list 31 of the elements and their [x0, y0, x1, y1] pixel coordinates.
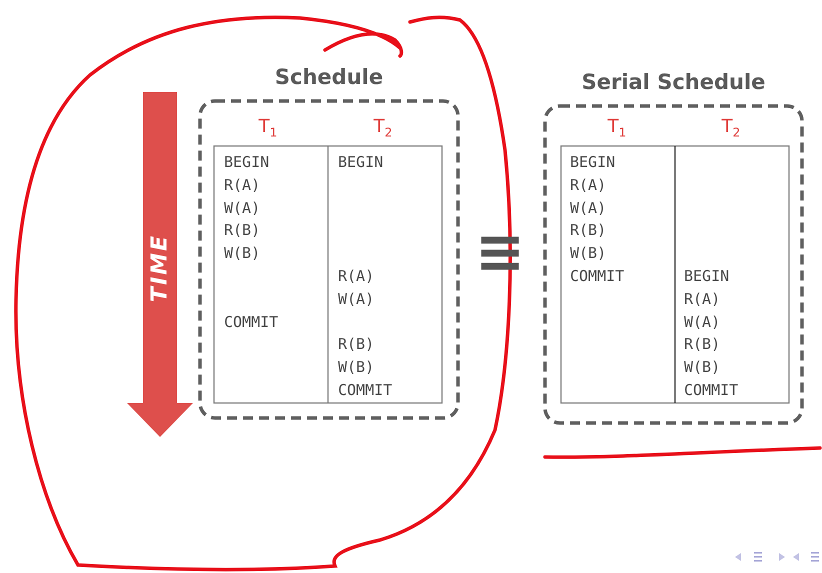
operation-text: W(A) [684, 312, 720, 331]
operation-text: R(A) [224, 176, 260, 194]
operation-text: R(A) [684, 290, 720, 308]
operation-text: BEGIN [684, 267, 730, 285]
operation-text: R(B) [570, 221, 606, 240]
operation-text: COMMIT [338, 381, 392, 399]
operation-text: R(B) [338, 335, 374, 354]
operation-text: R(A) [570, 176, 606, 194]
operation-text: COMMIT [684, 381, 738, 399]
column-header: T$_{1}$ [608, 117, 626, 142]
operation-text: W(A) [338, 290, 374, 308]
column-header: T$_{1}$ [258, 117, 278, 142]
section-heading: Schedule [274, 65, 384, 89]
operation-text: W(B) [570, 244, 606, 262]
operation-text: W(B) [224, 244, 260, 262]
operation-text: COMMIT [570, 267, 624, 285]
column-header: T$_{2}$ [374, 117, 392, 142]
operation-text: BEGIN [224, 153, 270, 171]
operation-text: W(A) [224, 198, 260, 217]
operation-text: COMMIT [224, 312, 278, 331]
section-heading: Serial Schedule [580, 70, 766, 94]
operation-text: BEGIN [570, 153, 616, 171]
operation-text: W(A) [570, 198, 606, 217]
operation-text: BEGIN [338, 153, 384, 171]
operation-text: W(B) [684, 358, 720, 376]
column-header: T$_{2}$ [722, 117, 740, 142]
axis-label: TIME [148, 234, 172, 302]
operation-text: R(A) [338, 267, 374, 285]
operation-text: R(B) [684, 335, 720, 354]
operation-text: R(B) [224, 221, 260, 240]
operation-text: W(B) [338, 358, 374, 376]
